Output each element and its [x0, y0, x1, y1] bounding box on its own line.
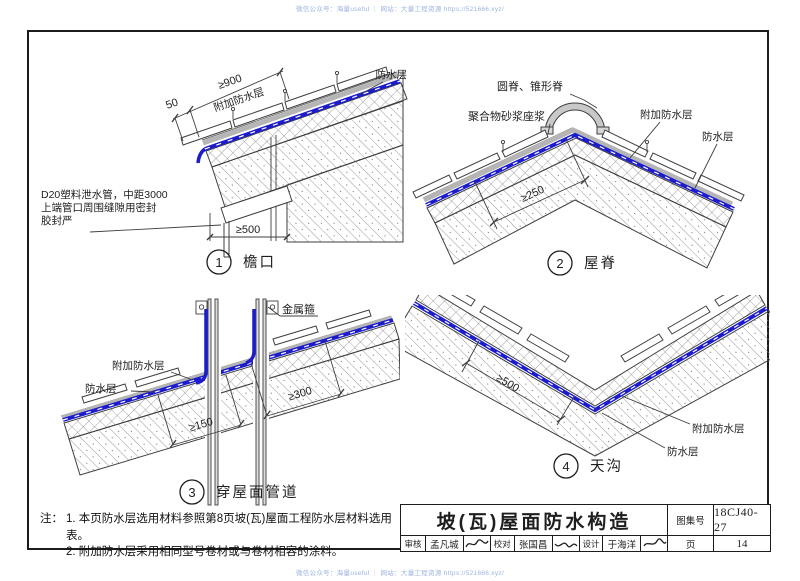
notes: 注： 1. 本页防水层选用材料参照第8页坡(瓦)屋面工程防水层材料选用表。 2.…: [40, 511, 395, 561]
waterproof-membrane: [425, 132, 735, 211]
waterproof-membrane: [412, 301, 769, 413]
dim-900: ≥900: [217, 73, 244, 92]
checker-signature: [551, 536, 579, 551]
roof-tile: [714, 295, 739, 307]
eave-soffit: [220, 185, 293, 224]
label-added-membrane: 附加防水层: [112, 359, 165, 372]
roof-tile: [81, 383, 128, 404]
roof-tile: [272, 325, 319, 346]
label-membrane: 防水层: [667, 445, 699, 458]
roof-tile: [232, 102, 285, 128]
roof-tile: [284, 84, 337, 110]
caption-3: 3 穿屋面管道: [179, 479, 299, 505]
roof-tile: [180, 120, 233, 146]
roof-tile: [134, 367, 181, 388]
roof-tile: [451, 295, 476, 307]
label-membrane: 防水层: [376, 68, 408, 81]
watermark-bottom: 微信公众号：海量useful ｜ 网站：大量工程资源 https://52166…: [295, 570, 505, 577]
roof-tile: [336, 66, 389, 92]
page-frame: [27, 30, 769, 550]
dim-50: 50: [164, 96, 179, 111]
membrane-up-pipe: [245, 309, 256, 365]
checker-label: 校对: [489, 536, 514, 551]
insulation-band: [415, 295, 766, 407]
roof-tile: [479, 305, 523, 335]
designer-signature: [640, 536, 667, 551]
note-line-2: 2. 附加防水层采用相同型号卷材或与卷材相容的涂料。: [66, 546, 344, 559]
caption-1-number: 1: [215, 255, 222, 270]
title-block: 坡(瓦)屋面防水构造 图集号 18CJ40-27 审核 孟凡城 校对 张国昌 设…: [400, 504, 771, 552]
tile-clamps: [230, 70, 340, 119]
caption-2-number: 2: [556, 256, 563, 271]
leader-note-line3: 胶封严: [41, 214, 73, 227]
metal-clamp: [266, 300, 279, 315]
reviewer-name: 孟凡城: [424, 536, 463, 551]
sheet-title: 坡(瓦)屋面防水构造: [436, 511, 632, 533]
caption-1-title: 檐口: [243, 254, 276, 271]
label-added-membrane: 附加防水层: [640, 108, 693, 121]
caption-2-title: 屋脊: [584, 255, 617, 272]
diagram-2-ridge: 圆脊、锥形脊 聚合物砂浆座浆 附加防水层 防水层 ≥250 2 屋脊: [412, 79, 745, 276]
membrane-up-pipe: [195, 309, 208, 385]
atlas-number: 18CJ40-27: [713, 505, 770, 535]
underlay-band: [61, 315, 393, 421]
roof-tile: [501, 129, 549, 158]
atlas-number-label: 图集号: [667, 505, 713, 535]
diagram-1-eave: ≥900 50 附加防水层 防水层 ≥500 D20塑料泄水管，中距3000 上…: [41, 66, 408, 275]
underlay-band: [422, 127, 734, 207]
roof-tile: [412, 174, 453, 199]
roof-tile: [649, 152, 697, 180]
caption-3-title: 穿屋面管道: [216, 484, 299, 501]
insulation-band: [426, 137, 734, 228]
caption-4-title: 天沟: [590, 458, 623, 475]
insulation-band: [63, 322, 400, 440]
roof-tile: [620, 333, 664, 363]
dim-500: ≥500: [236, 224, 260, 236]
roof-tile: [325, 309, 372, 330]
designer-name: 于海洋: [602, 536, 640, 551]
label-membrane: 防水层: [702, 130, 734, 143]
caption-4: 4 天沟: [553, 453, 623, 479]
label-mortar: 聚合物砂浆座浆: [468, 109, 545, 123]
label-membrane: 防水层: [85, 382, 117, 395]
tile-clamps: [500, 139, 650, 152]
label-added-membrane: 附加防水层: [692, 422, 745, 435]
leader-note-line1: D20塑料泄水管，中距3000: [41, 188, 168, 201]
label-metal-clamp: 金属箍: [282, 302, 315, 316]
designer-label: 设计: [578, 536, 603, 551]
roof-tile: [526, 333, 570, 363]
structure-slab: [405, 305, 770, 457]
roof-tile: [453, 152, 501, 180]
page-number: 14: [713, 536, 770, 551]
underlay-band: [202, 72, 399, 146]
metal-clamp: [195, 300, 208, 315]
caption-4-number: 4: [562, 459, 569, 474]
reviewer-signature: [462, 536, 490, 551]
diagram-3-pipe: ≥150 ≥300 金属箍 附加防水层 防水层 3 穿屋面管道: [60, 298, 400, 507]
reviewer-label: 审核: [404, 538, 422, 549]
caption-3-number: 3: [188, 485, 195, 500]
watermark-top: 微信公众号：海量useful ｜ 网站：大量工程资源 https://52166…: [295, 6, 505, 13]
note-line-1: 1. 本页防水层选用材料参照第8页坡(瓦)屋面工程防水层材料选用表。: [66, 513, 392, 542]
label-ridge-tile: 圆脊、锥形脊: [497, 79, 563, 93]
roof-tile: [667, 305, 711, 335]
caption-1: 1 檐口: [206, 249, 276, 275]
page-number-label: 页: [667, 536, 713, 551]
caption-2: 2 屋脊: [547, 250, 617, 276]
insulation-band: [205, 82, 408, 168]
checker-name: 张国昌: [513, 536, 552, 551]
notes-label: 注：: [40, 513, 63, 525]
diagram-4-valley: ≥500 附加防水层 防水层 4 天沟: [405, 295, 770, 479]
leader-note-line2: 上端管口周围缝隙用密封: [41, 201, 157, 214]
